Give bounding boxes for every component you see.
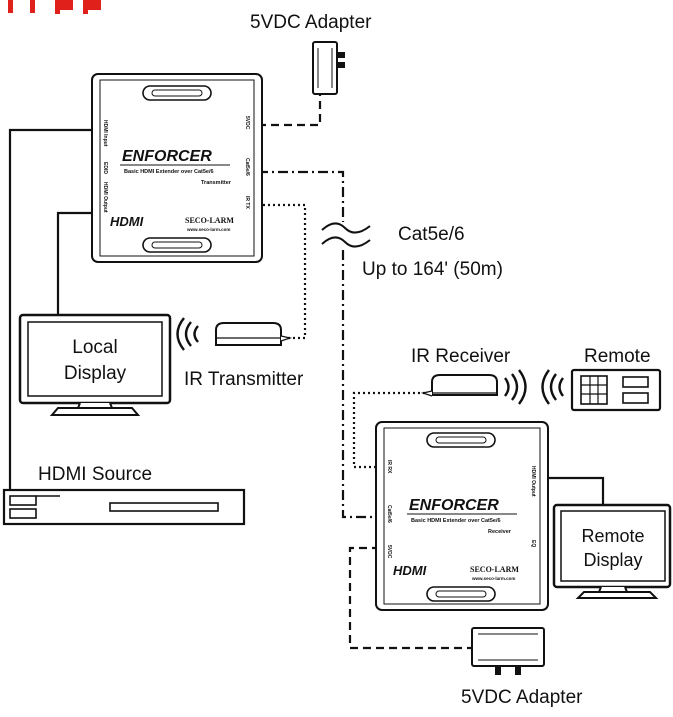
remote-display-label-line1: Remote [581, 526, 644, 546]
transmitter-port-cat: Cat5e/6 [244, 158, 250, 176]
receiver-hdmi-logo: HDMI [393, 563, 427, 578]
remote-signal-icon [541, 369, 564, 405]
local-display-label-line1: Local [72, 337, 117, 358]
receiver-unit-label: Receiver [488, 529, 512, 535]
ir-transmitter-device [215, 322, 293, 346]
ir-receiver-signal-icon [504, 369, 527, 405]
receiver-subtitle: Basic HDMI Extender over Cat5e/6 [411, 518, 501, 524]
power-cable-top [258, 95, 322, 127]
adapter-bottom-label: 5VDC Adapter [461, 687, 583, 708]
transmitter-hdmi-logo: HDMI [110, 214, 144, 229]
hdmi-cable-source-to-transmitter [8, 128, 100, 490]
adapter-top-label: 5VDC Adapter [250, 12, 372, 33]
receiver-port-hdmi-output: HDMI Output [530, 466, 536, 497]
transmitter-port-hdmi-output: HDMI Output [102, 182, 108, 213]
power-adapter-bottom [471, 627, 545, 675]
receiver-maker-url: www.seco-larm.com [471, 576, 515, 581]
hdmi-cable-receiver-to-remote-display [543, 476, 605, 505]
ir-tx-cable [258, 203, 307, 340]
hdmi-source-device [2, 488, 246, 526]
transmitter-mount-bottom [142, 237, 212, 253]
transmitter-port-5vdc: 5VDC [244, 116, 250, 130]
receiver-port-eq: EQ [530, 540, 536, 547]
cable-break-symbol [321, 222, 371, 248]
power-cable-bottom [348, 546, 472, 650]
hdmi-source-label: HDMI Source [38, 464, 152, 485]
receiver-port-irrx: IR RX [386, 460, 392, 474]
transmitter-brand: ENFORCER [122, 148, 212, 165]
transmitter-unit-label: Transmitter [201, 180, 232, 186]
hdmi-cable-transmitter-to-local-display [56, 211, 100, 315]
transmitter-subtitle: Basic HDMI Extender over Cat5e/6 [124, 169, 214, 175]
transmitter-unit [91, 73, 263, 263]
local-display-label-line2: Display [64, 363, 127, 384]
red-heading-fragment [8, 0, 101, 14]
receiver-maker: SECO-LARM [470, 565, 519, 574]
ir-receiver-label: IR Receiver [411, 346, 511, 367]
transmitter-maker: SECO-LARM [185, 216, 234, 225]
receiver-mount-bottom [426, 586, 496, 602]
transmitter-mount-top [142, 85, 212, 101]
remote-display-label-line2: Display [583, 550, 642, 570]
receiver-mount-top [426, 432, 496, 448]
cable-type-label: Cat5e/6 [398, 224, 465, 245]
power-adapter-top [312, 41, 345, 95]
remote-control [570, 368, 662, 412]
ir-transmitter-label: IR Transmitter [184, 369, 304, 390]
cable-length-label: Up to 164' (50m) [362, 259, 503, 280]
transmitter-maker-url: www.seco-larm.com [186, 227, 230, 232]
local-display [18, 313, 172, 416]
receiver-port-cat: Cat5e/6 [386, 505, 392, 523]
ir-receiver-device [420, 374, 498, 397]
ir-transmitter-signal-icon [176, 317, 199, 351]
receiver-port-5vdc: 5VDC [386, 545, 392, 559]
transmitter-port-edid: EDID [102, 162, 108, 174]
receiver-unit [375, 421, 549, 611]
cat5e-cable [258, 170, 380, 519]
ir-rx-cable [352, 391, 425, 469]
transmitter-port-irtx: IR TX [244, 196, 250, 209]
receiver-brand: ENFORCER [409, 497, 499, 514]
transmitter-port-hdmi-input: HDMI Input [102, 120, 108, 147]
remote-display [552, 503, 672, 599]
remote-label: Remote [584, 346, 651, 367]
